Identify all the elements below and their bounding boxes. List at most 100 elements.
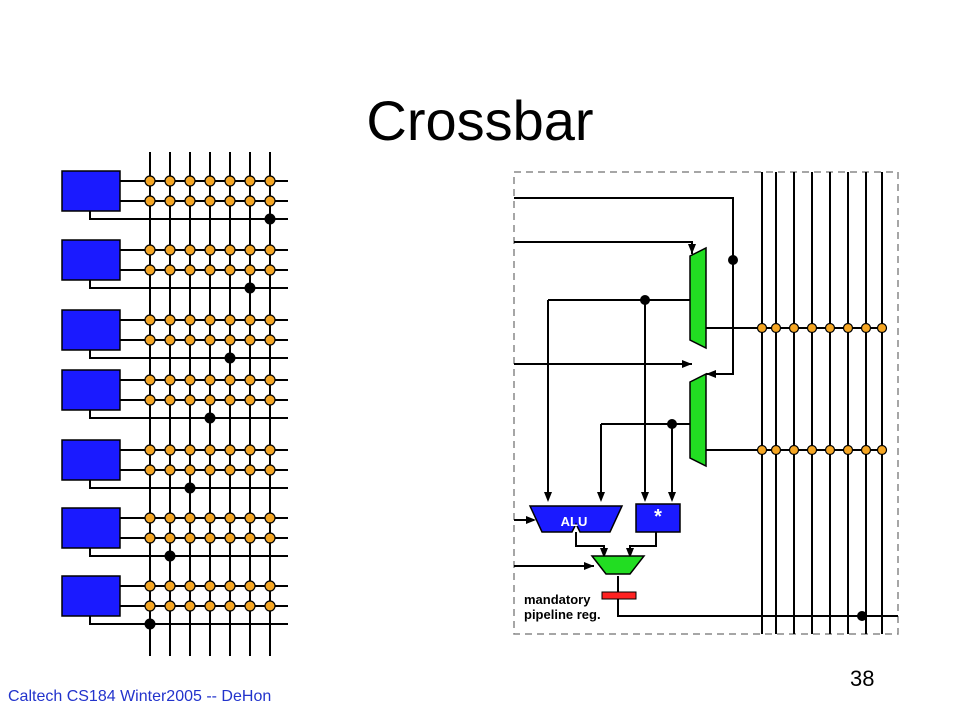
crosspoint-switch — [264, 512, 276, 524]
crosspoint-switch — [224, 374, 236, 386]
crosspoint-switch — [144, 374, 156, 386]
crosspoint-switch — [244, 244, 256, 256]
crosspoint-switch — [144, 464, 156, 476]
bus-switch — [876, 322, 888, 334]
crosspoint-switch — [184, 334, 196, 346]
bus-switch — [824, 322, 836, 334]
crosspoint-switch — [164, 532, 176, 544]
crosspoint-switch — [204, 394, 216, 406]
crosspoint-switch — [204, 374, 216, 386]
crosspoint-switch — [204, 244, 216, 256]
bus-switch — [788, 322, 800, 334]
pipeline-label-line1: mandatory — [524, 592, 591, 607]
output-bus-switches — [756, 322, 888, 456]
processing-block — [61, 239, 121, 281]
pipeline-register — [601, 591, 637, 600]
crosspoint-switch — [204, 264, 216, 276]
crosspoint-switch — [164, 175, 176, 187]
crosspoint-switch — [244, 195, 256, 207]
crosspoint-switch — [264, 175, 276, 187]
crosspoint-switch — [264, 244, 276, 256]
crosspoint-switch — [144, 512, 156, 524]
crosspoint-switch — [244, 532, 256, 544]
crosspoint-switch — [264, 600, 276, 612]
crosspoint-switch — [204, 334, 216, 346]
crosspoint-switch — [224, 195, 236, 207]
alu-block — [528, 505, 624, 533]
datapath-arrows — [526, 244, 716, 570]
crosspoint-switch — [184, 175, 196, 187]
crosspoint-switch — [264, 195, 276, 207]
multiplier-block — [635, 503, 681, 533]
crosspoint-switch — [224, 512, 236, 524]
crosspoint-switch — [204, 314, 216, 326]
crosspoint-switch — [144, 580, 156, 592]
crosspoint-switch — [184, 512, 196, 524]
crossbar-mux-upper — [689, 246, 707, 350]
crosspoint-switch — [164, 512, 176, 524]
crosspoint-switch — [244, 600, 256, 612]
bus-switch — [770, 322, 782, 334]
processing-element-detail: ALU * mandatory pipeline reg. — [513, 171, 899, 635]
crosspoint-switch — [144, 532, 156, 544]
crossbar-array — [61, 152, 288, 656]
crosspoint-switch — [224, 532, 236, 544]
crossbar-mux-lower — [689, 372, 707, 468]
crosspoint-switch — [244, 374, 256, 386]
bus-switch — [824, 444, 836, 456]
crosspoint-switch — [244, 334, 256, 346]
crosspoint-switch — [224, 334, 236, 346]
crosspoint-switch — [224, 394, 236, 406]
crosspoint-switches — [144, 175, 276, 612]
crosspoint-switch — [184, 264, 196, 276]
crosspoint-switch — [204, 444, 216, 456]
crosspoint-switch — [224, 244, 236, 256]
crosspoint-switch — [164, 244, 176, 256]
crosspoint-switch — [264, 264, 276, 276]
crosspoint-switch — [144, 444, 156, 456]
bus-switch — [788, 444, 800, 456]
datapath-wires — [514, 172, 898, 634]
crosspoint-switch — [164, 444, 176, 456]
crosspoint-switch — [224, 314, 236, 326]
crosspoint-switch — [204, 175, 216, 187]
crosspoint-switch — [244, 394, 256, 406]
crosspoint-switch — [184, 580, 196, 592]
crosspoint-switch — [144, 394, 156, 406]
footer-text: Caltech CS184 Winter2005 -- DeHon — [8, 688, 272, 705]
bus-switch — [860, 322, 872, 334]
crosspoint-switch — [164, 394, 176, 406]
crosspoint-switch — [204, 532, 216, 544]
crosspoint-switch — [144, 175, 156, 187]
crosspoint-switch — [164, 374, 176, 386]
crosspoint-switch — [144, 314, 156, 326]
crosspoint-switch — [184, 394, 196, 406]
crosspoint-switch — [184, 532, 196, 544]
crosspoint-switch — [224, 600, 236, 612]
crosspoint-switch — [244, 264, 256, 276]
processing-blocks — [61, 170, 121, 617]
multiplier-label: * — [654, 506, 662, 528]
output-tap — [144, 618, 156, 630]
crosspoint-switch — [184, 314, 196, 326]
crosspoint-switch — [204, 580, 216, 592]
crosspoint-switch — [144, 334, 156, 346]
output-tap — [244, 282, 256, 294]
processing-block — [61, 575, 121, 617]
crosspoint-switch — [264, 444, 276, 456]
bus-switch — [860, 444, 872, 456]
output-tap — [164, 550, 176, 562]
pipeline-label-line2: pipeline reg. — [524, 607, 601, 622]
crosspoint-switch — [204, 195, 216, 207]
crosspoint-switch — [184, 464, 196, 476]
bus-switch — [756, 322, 768, 334]
crosspoint-switch — [224, 175, 236, 187]
crosspoint-switch — [164, 264, 176, 276]
crosspoint-switch — [164, 195, 176, 207]
bus-switch — [806, 322, 818, 334]
crosspoint-switch — [184, 600, 196, 612]
crosspoint-switch — [264, 464, 276, 476]
bus-switch — [806, 444, 818, 456]
crosspoint-switch — [144, 244, 156, 256]
crosspoint-switch — [164, 580, 176, 592]
